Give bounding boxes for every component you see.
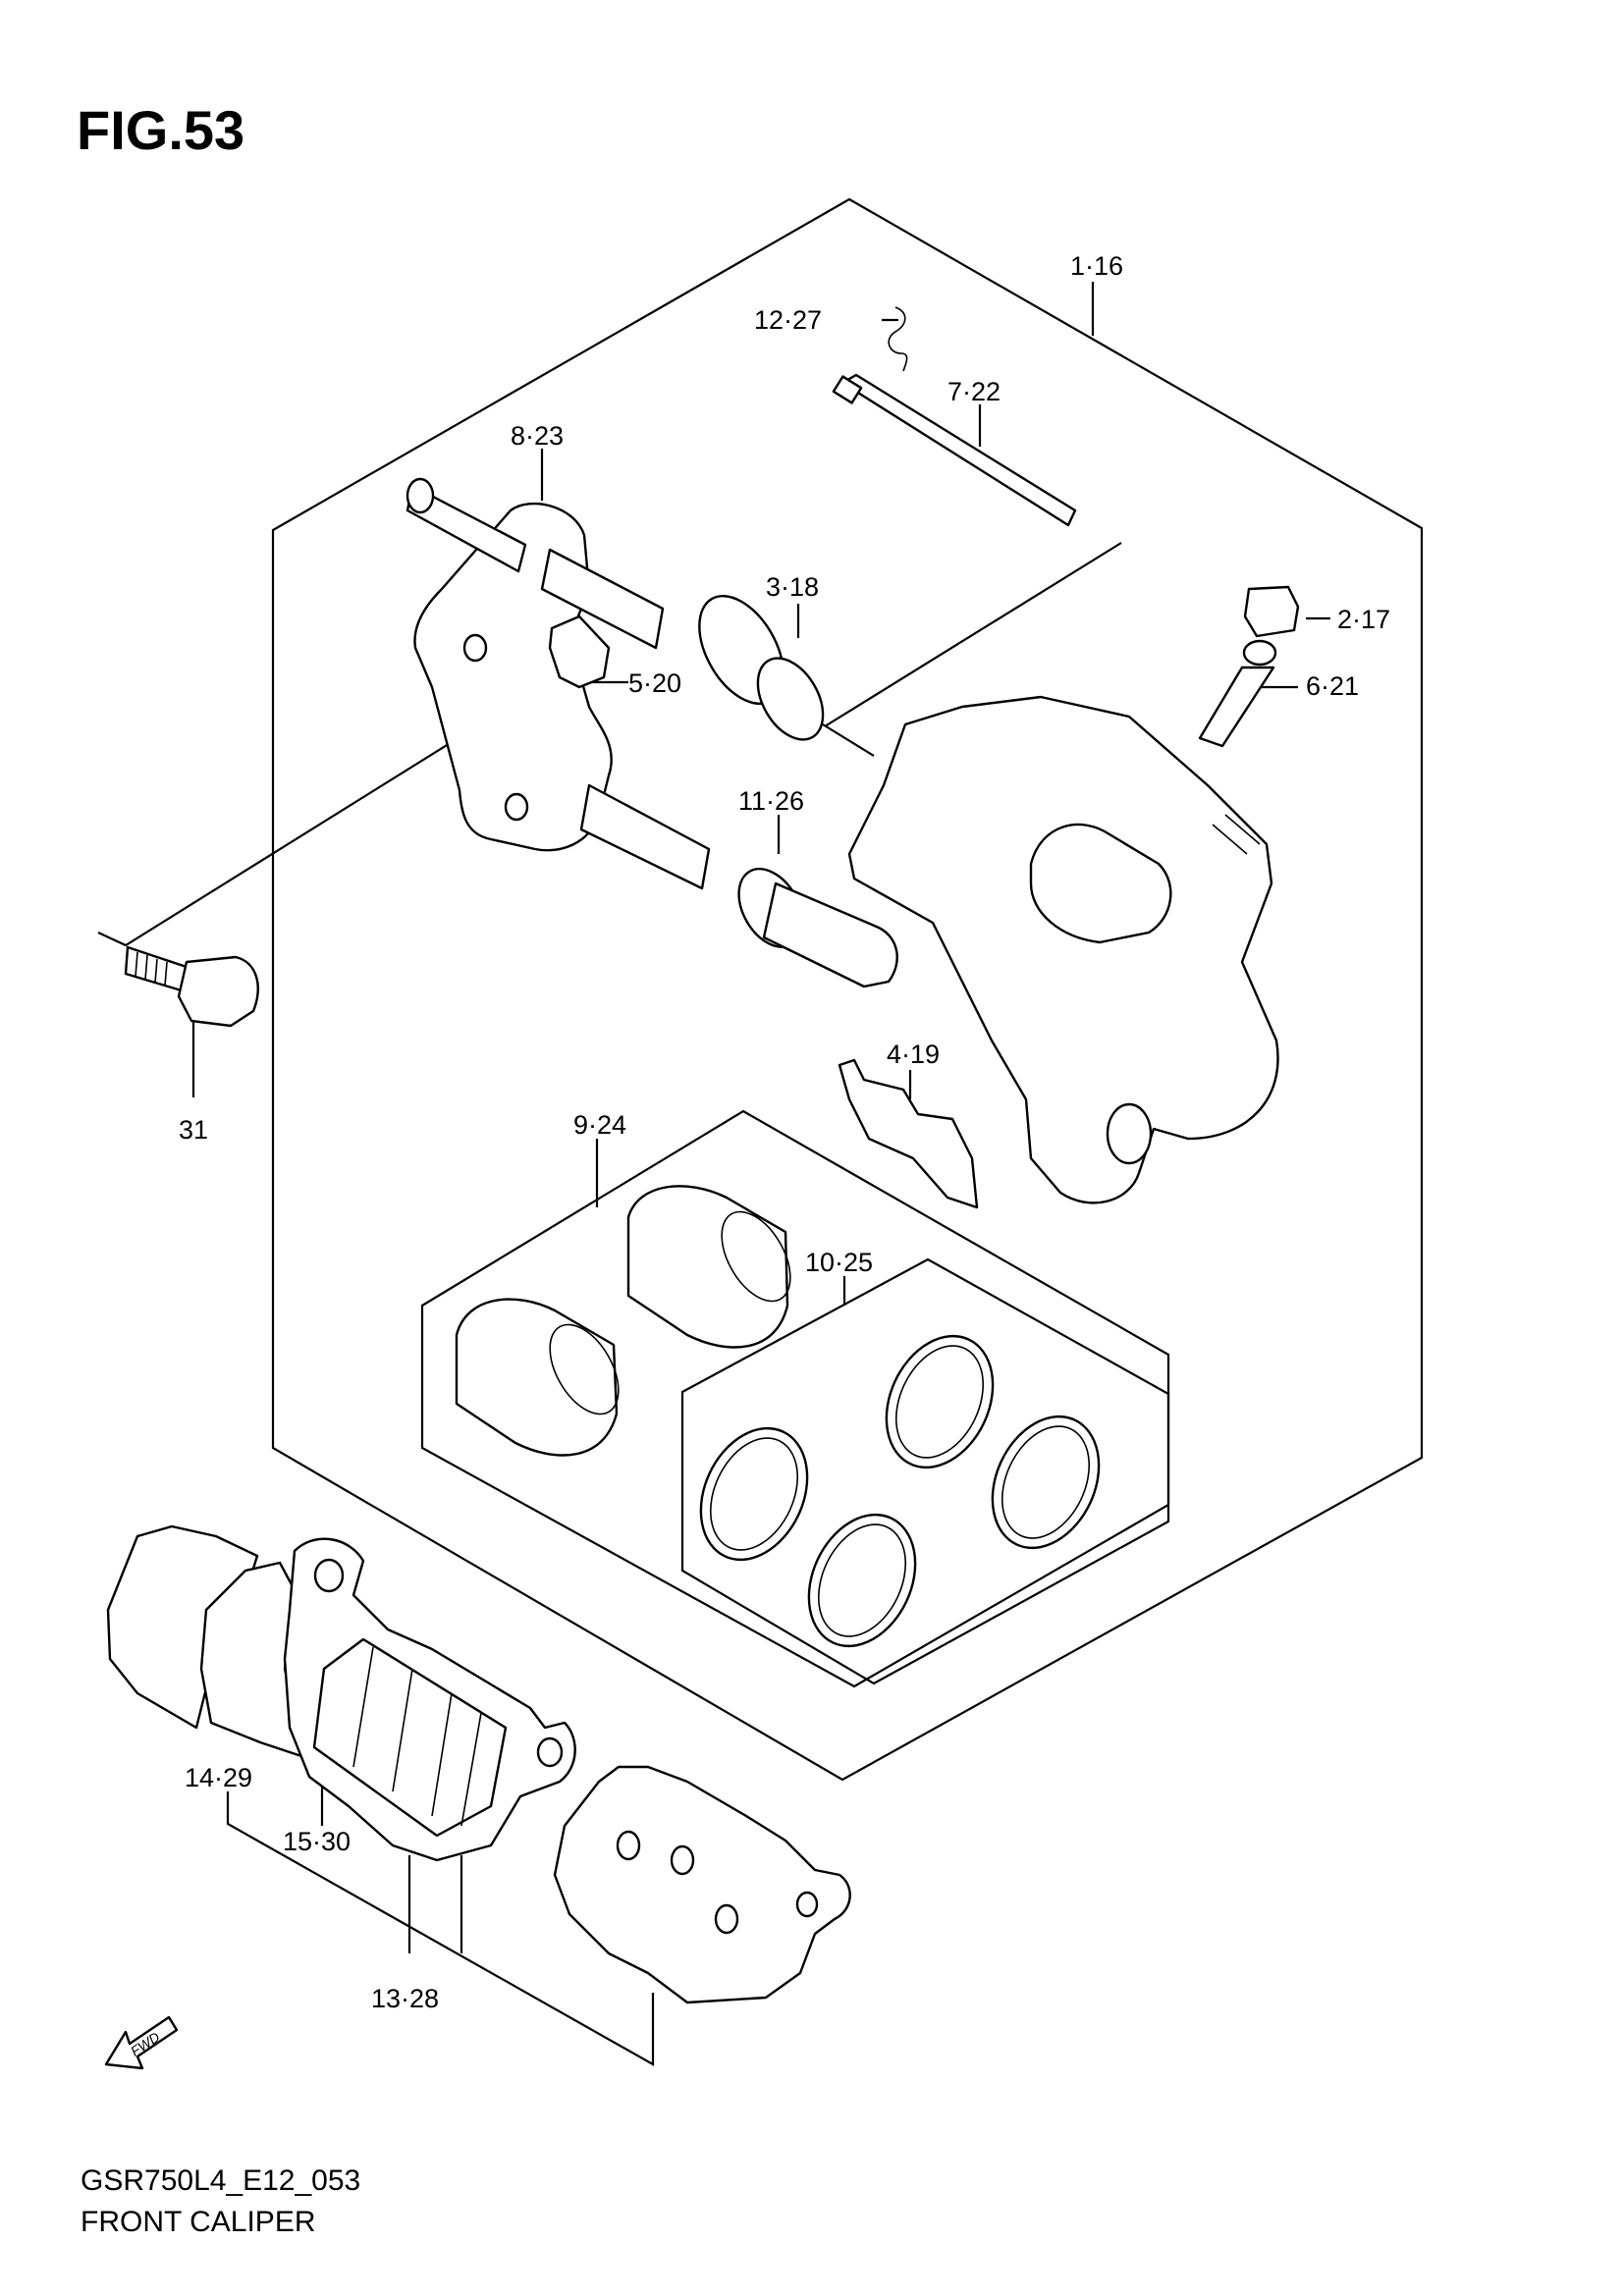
leader-lines <box>97 282 1330 2066</box>
assembly-boundary-1-16 <box>271 197 1424 1782</box>
callout-1-16: 1·16 <box>1070 251 1123 281</box>
brake-pad-outer-13-28 <box>553 1765 851 2004</box>
piston-seal-4 <box>807 1513 917 1648</box>
callout-3-18: 3·18 <box>766 572 819 602</box>
boot-11-26 <box>737 868 898 988</box>
callout-4-19: 4·19 <box>887 1040 940 1069</box>
boot-3-18 <box>698 594 825 741</box>
pad-shim-15-30 <box>199 1561 306 1759</box>
callout-31: 31 <box>179 1115 208 1145</box>
piston-seal-1 <box>885 1334 995 1469</box>
brake-pad-inner-13-28 <box>283 1537 576 1862</box>
callout-7-22: 7·22 <box>947 377 1001 406</box>
callout-8-23: 8·23 <box>511 421 564 451</box>
piston-seal-2 <box>991 1415 1101 1550</box>
callout-14-29: 14·29 <box>185 1763 252 1792</box>
piston-seal-3 <box>699 1426 809 1562</box>
figure-title: FIG.53 <box>77 99 245 161</box>
callout-13-28: 13·28 <box>371 1984 439 2013</box>
caliper-body <box>847 695 1279 1204</box>
boundary-10-25 <box>680 1257 1170 1685</box>
caliper-bracket-8-23 <box>406 477 711 890</box>
pad-spring-4-19 <box>838 1058 979 1209</box>
callout-15-30: 15·30 <box>283 1827 351 1856</box>
callout-11-26: 11·26 <box>738 786 804 816</box>
callout-2-17: 2·17 <box>1337 605 1390 634</box>
spring-clip-5-20 <box>548 614 611 689</box>
bleeder-cap-2-17 <box>1243 585 1300 638</box>
figure-code: GSR750L4_E12_053 <box>81 2164 361 2197</box>
fwd-arrow-icon: FWD <box>104 2015 179 2070</box>
bolt-31 <box>124 945 259 1028</box>
piston-lower-9-24 <box>455 1298 620 1457</box>
callout-5-20: 5·20 <box>628 668 681 698</box>
clip-12-27 <box>888 306 908 372</box>
callout-12-27: 12·27 <box>754 305 822 335</box>
figure-name: FRONT CALIPER <box>81 2206 316 2238</box>
bleeder-valve-6-21 <box>1198 639 1277 748</box>
pad-pin-7-22 <box>832 373 1077 527</box>
callout-9-24: 9·24 <box>573 1110 626 1140</box>
piston-upper-9-24 <box>626 1185 791 1349</box>
callout-10-25: 10·25 <box>805 1248 873 1277</box>
callout-6-21: 6·21 <box>1306 671 1359 701</box>
